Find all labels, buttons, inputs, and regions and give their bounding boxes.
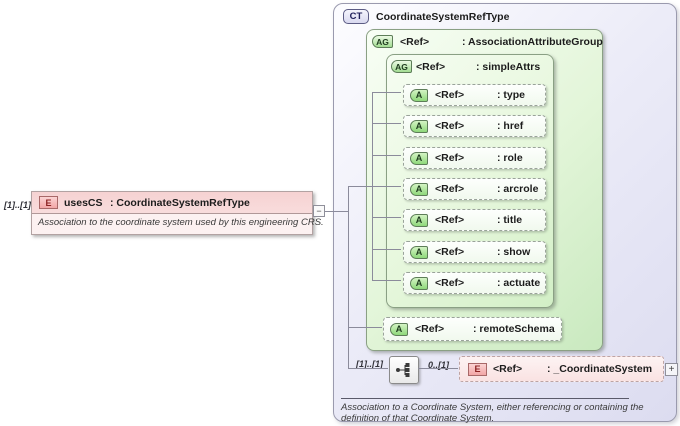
connector-line xyxy=(348,327,382,328)
attribute-icon: A xyxy=(410,245,428,259)
type-label: : simpleAttrs xyxy=(476,60,541,73)
complex-type-annotation-line2: definition of that Coordinate System. xyxy=(341,413,495,424)
attribute-href-row[interactable]: A <Ref> : href xyxy=(403,115,546,137)
ref-label: <Ref> xyxy=(435,214,465,226)
connector-line xyxy=(418,368,458,369)
connector-line xyxy=(325,211,348,212)
sequence-compositor-icon[interactable] xyxy=(389,356,419,384)
connector-line xyxy=(372,249,401,250)
source-cardinality-label: [1]..[1] xyxy=(4,200,31,210)
attribute-icon: A xyxy=(410,276,428,290)
attribute-role-row[interactable]: A <Ref> : role xyxy=(403,147,546,169)
simple-attrs-icon: AG xyxy=(391,60,412,73)
type-label: : type xyxy=(497,89,526,101)
attribute-icon: A xyxy=(410,182,428,196)
connector-line xyxy=(348,368,388,369)
connector-line xyxy=(372,92,401,93)
expand-handle-icon[interactable]: + xyxy=(665,363,678,376)
attribute-arcrole-row[interactable]: A <Ref> : arcrole xyxy=(403,178,546,200)
expand-glyph: + xyxy=(668,363,675,375)
complex-type-header: CT CoordinateSystemRefType xyxy=(343,9,509,24)
complex-type-title: CoordinateSystemRefType xyxy=(376,10,510,23)
simple-attrs-header: AG <Ref> : simpleAttrs xyxy=(391,60,540,73)
attribute-icon: A xyxy=(410,213,428,227)
ref-label: <Ref> xyxy=(415,323,445,335)
connector-line xyxy=(348,186,401,187)
attribute-title-row[interactable]: A <Ref> : title xyxy=(403,209,546,231)
attribute-icon: A xyxy=(410,119,428,133)
attribute-remoteschema-row[interactable]: A <Ref> : remoteSchema xyxy=(383,317,562,341)
ref-label: <Ref> xyxy=(400,35,430,48)
element-icon: E xyxy=(39,196,58,209)
connector-line xyxy=(372,280,401,281)
ref-label: <Ref> xyxy=(435,152,465,164)
simple-attrs-box[interactable]: AG <Ref> : simpleAttrs A <Ref> : type A … xyxy=(386,54,554,308)
connector-line xyxy=(348,186,349,369)
collapse-glyph: − xyxy=(316,205,322,216)
attribute-type-row[interactable]: A <Ref> : type xyxy=(403,84,546,106)
element-coordinatesystem-row[interactable]: E <Ref> : _CoordinateSystem xyxy=(459,356,664,382)
connector-line xyxy=(372,92,373,281)
type-label: : remoteSchema xyxy=(473,323,555,335)
element-icon: E xyxy=(468,362,487,376)
attribute-icon: A xyxy=(410,88,428,102)
type-label: : _CoordinateSystem xyxy=(547,363,653,375)
complex-type-panel[interactable]: CT CoordinateSystemRefType AG <Ref> : As… xyxy=(333,3,678,424)
ref-label: <Ref> xyxy=(435,277,465,289)
element-name: usesCS xyxy=(64,196,103,209)
connector-line xyxy=(372,123,401,124)
element-type: : CoordinateSystemRefType xyxy=(110,196,250,209)
collapse-handle-icon[interactable]: − xyxy=(313,205,325,217)
attribute-icon: A xyxy=(410,151,428,165)
element-usescs-header: E usesCS : CoordinateSystemRefType xyxy=(32,192,312,214)
ref-label: <Ref> xyxy=(435,183,465,195)
type-label: : actuate xyxy=(497,277,541,289)
ref-label: <Ref> xyxy=(493,363,523,375)
element-usescs-box[interactable]: E usesCS : CoordinateSystemRefType Assoc… xyxy=(31,191,324,235)
sequence-glyph xyxy=(396,363,410,377)
connector-line xyxy=(372,155,401,156)
type-label: : href xyxy=(497,120,524,132)
element-cardinality-label: 0..[1] xyxy=(428,360,450,370)
attribute-group-box[interactable]: AG <Ref> : AssociationAttributeGroup AG … xyxy=(366,29,603,351)
connector-line xyxy=(372,217,401,218)
element-annotation: Association to the coordinate system use… xyxy=(38,217,324,228)
attribute-group-icon: AG xyxy=(372,35,393,48)
attribute-show-row[interactable]: A <Ref> : show xyxy=(403,241,546,263)
type-label: : AssociationAttributeGroup xyxy=(462,35,603,48)
type-label: : title xyxy=(497,214,523,226)
type-label: : role xyxy=(497,152,523,164)
ref-label: <Ref> xyxy=(435,246,465,258)
complex-type-icon: CT xyxy=(343,9,369,24)
ref-label: <Ref> xyxy=(416,60,446,73)
attribute-group-header: AG <Ref> : AssociationAttributeGroup xyxy=(372,35,603,48)
attribute-icon: A xyxy=(390,322,408,336)
type-label: : show xyxy=(497,246,531,258)
ref-label: <Ref> xyxy=(435,120,465,132)
annotation-divider xyxy=(341,398,629,399)
attribute-actuate-row[interactable]: A <Ref> : actuate xyxy=(403,272,546,294)
ref-label: <Ref> xyxy=(435,89,465,101)
sequence-cardinality-label: [1]..[1] xyxy=(356,359,383,369)
complex-type-annotation-line1: Association to a Coordinate System, eith… xyxy=(341,402,644,413)
type-label: : arcrole xyxy=(497,183,539,195)
